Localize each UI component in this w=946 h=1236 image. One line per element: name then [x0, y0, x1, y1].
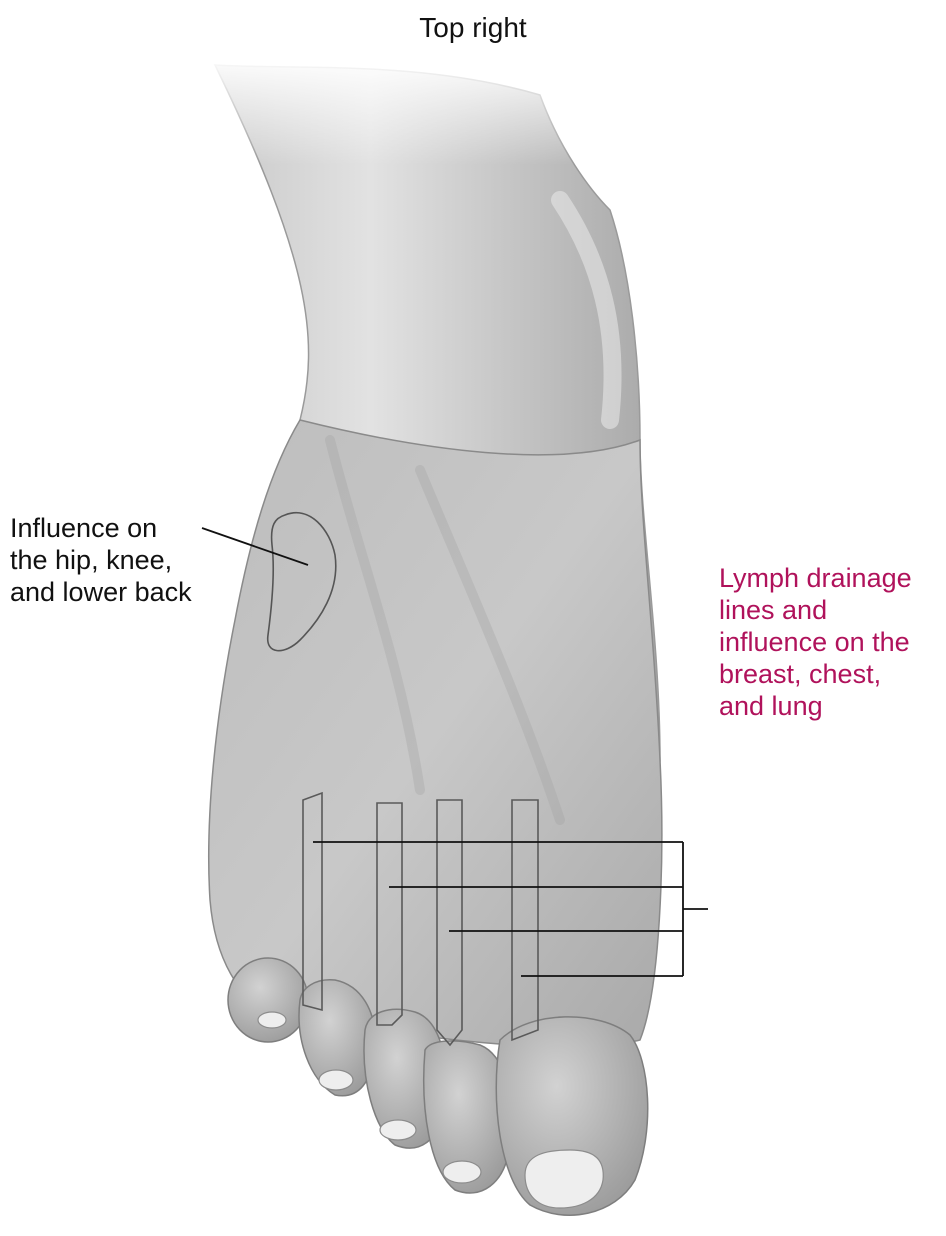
third-toe-nail: [380, 1120, 416, 1140]
lymph-annotation-line-5: and lung: [719, 690, 912, 722]
lymph-annotation-line-2: lines and: [719, 594, 912, 626]
hip-annotation-line-2: the hip, knee,: [10, 544, 192, 576]
second-toe-nail: [443, 1161, 481, 1183]
hip-annotation: Influence on the hip, knee, and lower ba…: [10, 512, 192, 608]
leg-fade: [190, 55, 610, 165]
little-toe-nail: [258, 1012, 286, 1028]
hip-annotation-line-1: Influence on: [10, 512, 192, 544]
lymph-annotation: Lymph drainage lines and influence on th…: [719, 562, 912, 722]
lymph-annotation-line-1: Lymph drainage: [719, 562, 912, 594]
lymph-annotation-line-3: influence on the: [719, 626, 912, 658]
little-toe: [228, 958, 308, 1042]
fourth-toe-nail: [319, 1070, 353, 1090]
big-toe-nail: [525, 1150, 603, 1208]
lymph-annotation-line-4: breast, chest,: [719, 658, 912, 690]
hip-annotation-line-3: and lower back: [10, 576, 192, 608]
